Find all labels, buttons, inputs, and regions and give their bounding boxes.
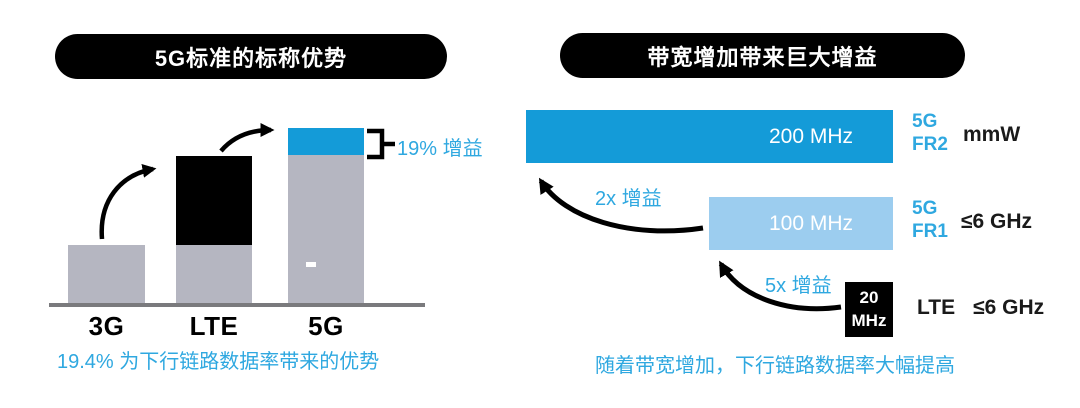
label-5g-fr2-band: FR2: [912, 134, 948, 156]
label-lte: LTE: [917, 296, 956, 319]
bar-100mhz-label: 100 MHz: [768, 211, 853, 235]
bar-lte-black-segment: [176, 156, 252, 245]
gain-bracket: [367, 128, 395, 160]
bar-5g-gray-segment: [288, 155, 364, 303]
bar-lte-gray-segment: [176, 245, 252, 303]
x-axis-baseline: [49, 303, 425, 307]
left-panel-title-pill: 5G标准的标称优势: [55, 34, 447, 79]
gain-5x-label: 5x 增益: [765, 275, 832, 297]
bar-5g-blue-gain-segment: [288, 128, 364, 155]
label-6ghz-lte: ≤6 GHz: [973, 296, 1045, 319]
bar-3g-gray: [68, 245, 145, 303]
right-panel-title: 带宽增加带来巨大增益: [647, 44, 878, 70]
bar-20mhz-lte: 20 MHz: [845, 282, 893, 337]
label-5g-fr2-standard: 5G: [912, 111, 938, 132]
right-panel-caption: 随着带宽增加，下行链路数据率大幅提高: [595, 355, 955, 377]
gain-2x-label: 2x 增益: [595, 188, 662, 210]
arrow-lte-to-5g: [219, 123, 275, 153]
bar-20mhz-unit: MHz: [851, 310, 887, 330]
bar-200mhz-label: 200 MHz: [768, 124, 853, 148]
label-5g-fr1-standard: 5G: [912, 198, 938, 219]
label-6ghz-fr1: ≤6 GHz: [961, 210, 1033, 233]
axis-label-lte: LTE: [189, 311, 239, 341]
bar-20mhz-value: 20: [859, 288, 879, 308]
label-5g-fr1-band: FR1: [912, 221, 948, 243]
left-panel-title: 5G标准的标称优势: [154, 45, 348, 71]
label-lte-row: LTE ≤6 GHz: [917, 296, 1044, 320]
bar-100mhz: 100 MHz: [709, 197, 893, 250]
arrow-3g-to-lte: [99, 164, 157, 240]
left-panel-caption: 19.4% 为下行链路数据率带来的优势: [57, 351, 380, 373]
gain-19pct-label: 19% 增益: [397, 138, 483, 160]
bar-200mhz: 200 MHz: [526, 110, 893, 163]
right-panel-title-pill: 带宽增加带来巨大增益: [560, 33, 965, 78]
axis-label-3g: 3G: [88, 311, 125, 341]
axis-label-5g: 5G: [308, 311, 344, 341]
label-mmw: mmW: [963, 123, 1021, 146]
small-white-dash: [306, 262, 316, 267]
